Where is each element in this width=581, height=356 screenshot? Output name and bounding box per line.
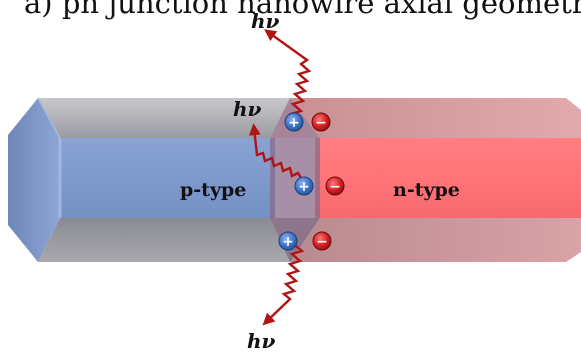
- photon-label-middle: hν: [233, 97, 262, 121]
- hole-carrier-1: +: [284, 112, 304, 132]
- photon-label-top: hν: [251, 9, 280, 33]
- electron-carrier-2: −: [325, 176, 345, 196]
- n-type-label: n-type: [393, 179, 460, 201]
- electron-carrier-3: −: [312, 231, 332, 251]
- p-type-label: p-type: [180, 179, 246, 201]
- diagram-title: a) pn junction nanowire axial geometry: [24, 0, 581, 20]
- hole-carrier-3: +: [278, 231, 298, 251]
- bottom-facet-p: [38, 218, 290, 262]
- hole-symbol: +: [298, 179, 310, 195]
- electron-carrier-1: −: [311, 112, 331, 132]
- hole-symbol: +: [288, 115, 300, 131]
- hole-carrier-2: +: [294, 176, 314, 196]
- bottom-facet-n: [290, 218, 581, 262]
- n-type-region: [315, 138, 581, 218]
- photon-emissions: [248, 29, 312, 326]
- electron-symbol: −: [316, 234, 328, 250]
- hexagonal-end-cap: [8, 98, 60, 262]
- top-facet-p: [38, 98, 290, 138]
- p-type-region: [60, 138, 275, 218]
- photon-label-bottom: hν: [247, 329, 276, 351]
- top-facet-n: [290, 98, 581, 138]
- photon-wave-up: [264, 29, 312, 122]
- electron-symbol: −: [315, 115, 327, 131]
- hole-symbol: +: [282, 234, 294, 250]
- photon-wave-down: [262, 244, 305, 326]
- nanowire-body: [8, 97, 581, 262]
- photon-wave-left: [248, 123, 304, 182]
- electron-symbol: −: [329, 179, 341, 195]
